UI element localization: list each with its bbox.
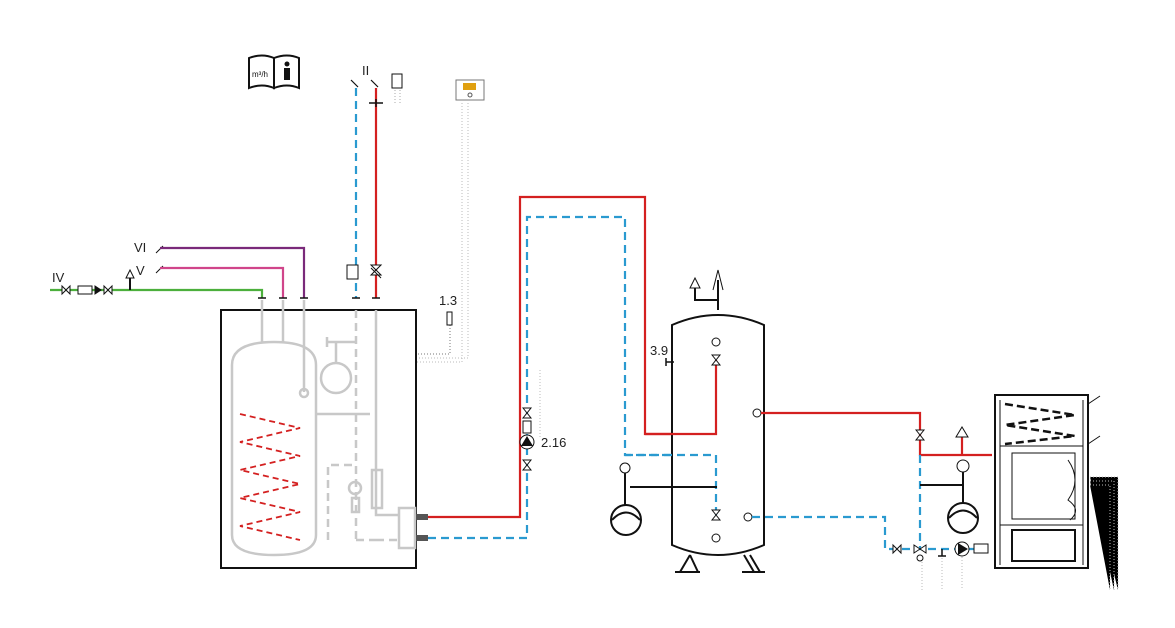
pipe-vi: [160, 246, 306, 298]
pump-icon[interactable]: [519, 434, 535, 450]
cold-water-fittings: [61, 268, 135, 296]
safety-valve-icon: [955, 426, 969, 438]
safety-valve-icon: [689, 276, 701, 289]
sensor-icon: [446, 311, 453, 326]
internal-gray-lines: [230, 300, 417, 557]
label-sensor-3-9: 3.9: [650, 343, 668, 358]
label-pump-2-16: 2.16: [541, 435, 566, 450]
label-circuit-vi: VI: [134, 240, 146, 255]
valve-icon: [369, 264, 383, 276]
buffer-tank: [671, 314, 765, 556]
air-vent-icon: [712, 269, 724, 291]
pump-icon[interactable]: [954, 541, 970, 557]
valve-icon: [521, 407, 533, 471]
label-circuit-v: V: [136, 263, 145, 278]
valve-icon: [710, 354, 722, 521]
expansion-vessel-icon: [610, 504, 642, 536]
label-sensor-1-3: 1.3: [439, 293, 457, 308]
expansion-vessel-icon: [947, 502, 979, 534]
manual-info-icon: m³/h: [248, 54, 300, 90]
safety-valve-icon: [125, 268, 135, 279]
pipe-cold-water: [50, 288, 264, 298]
wood-boiler: [994, 394, 1101, 569]
pressure-gauge-icon: [619, 462, 631, 474]
temperature-sensor-icon: [391, 73, 403, 89]
controller-icon[interactable]: [455, 79, 485, 101]
manual-unit-text: m³/h: [252, 70, 268, 79]
air-separator-icon: [346, 264, 359, 280]
pressure-gauge-icon: [956, 459, 970, 473]
pipe-return-boiler: [752, 515, 992, 551]
pipe-v: [160, 266, 285, 298]
label-circuit-iv: IV: [52, 270, 65, 285]
heat-pump-storage-unit: [220, 309, 417, 569]
heating-coil: [239, 413, 301, 541]
mixing-valve-icon[interactable]: [913, 544, 927, 562]
label-circuit-ii: II: [362, 63, 369, 78]
